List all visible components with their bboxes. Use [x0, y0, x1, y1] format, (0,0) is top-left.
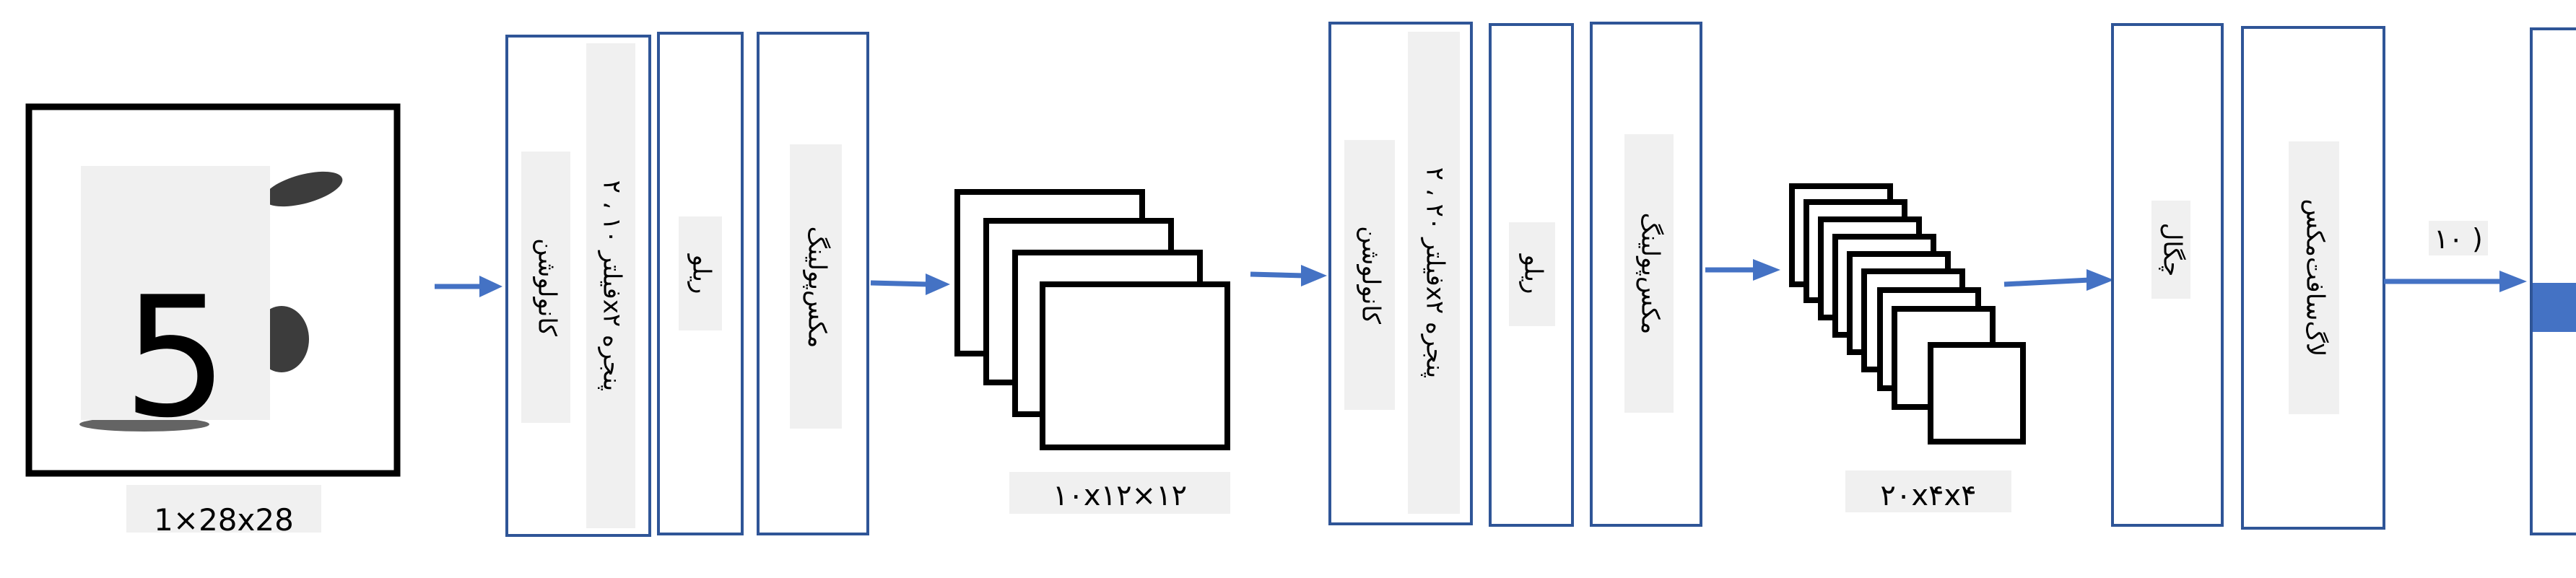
pool1-label: مکس‌پولینگ: [803, 227, 832, 349]
fmap2-label-bg: [1845, 470, 2011, 512]
conv1-name-label: کانولوشن: [533, 238, 562, 337]
output-label-bg: [2429, 221, 2488, 255]
digit-stroke-bottom: [79, 417, 209, 432]
output-section: ۱۰ ): [2384, 27, 2576, 535]
input-image: 5 1×28x28: [25, 103, 401, 538]
output-highlight-cell: [2533, 283, 2576, 332]
conv2-name-label: کانولوشن: [1357, 226, 1385, 325]
conv1-filter-bg: [586, 43, 635, 528]
digit-label-bg: [81, 166, 270, 420]
arrow-pool2-to-fmap2: [1705, 259, 1780, 281]
input-size-label: 1×28x28: [154, 502, 294, 538]
pool2-label-bg: [1624, 134, 1674, 413]
pool2-label: مکس‌پولینگ: [1636, 213, 1665, 335]
conv-block-1: کانولوشن فیلتر ۱۰ ، ۲x۲ پنجره ریلو مکس‌پ…: [505, 32, 869, 537]
arrow-fmap1-to-conv2: [1250, 265, 1327, 286]
feature-map: [1040, 281, 1230, 450]
conv2-name-bg: [1344, 140, 1395, 410]
dense-label-bg: [2151, 201, 2190, 299]
output-layer-box: [2530, 27, 2576, 535]
dense-block: چگال لاگ‌سافت‌مکس: [2111, 23, 2385, 530]
logsoftmax-label-bg: [2289, 141, 2339, 414]
input-size-label-bg: [126, 485, 321, 533]
relu1-label-bg: [679, 216, 722, 330]
relu1-label: ریلو: [687, 253, 716, 294]
dense-label: چگال: [2158, 223, 2187, 277]
feature-maps-1: ۱۰x۱۲×۱۲: [954, 189, 1230, 514]
logsoftmax-label: لاگ‌سافت‌مکس: [2301, 199, 2330, 357]
conv1-filter-label: فیلتر ۱۰ ، ۲x۲ پنجره: [598, 180, 627, 391]
feature-map: [1928, 342, 2026, 445]
conv2-filter-label: فیلتر ۲۰ ، ۲x۲ پنجره: [1421, 167, 1450, 378]
fmap1-size-label: ۱۰x۱۲×۱۲: [1053, 479, 1187, 512]
arrow-pool1-to-fmap1: [870, 273, 950, 295]
fmap1-label-bg: [1009, 472, 1230, 514]
input-digit: 5: [123, 262, 228, 455]
pool1-label-bg: [790, 144, 842, 429]
conv1-name-bg: [521, 152, 570, 423]
fmap2-size-label: ۲۰x۴x۴: [1880, 479, 1976, 512]
digit-stroke-top: [264, 171, 343, 207]
feature-maps-2: ۲۰x۴x۴: [1789, 183, 2026, 512]
arrow-input-to-conv1: [435, 276, 502, 297]
conv2-filter-bg: [1408, 32, 1460, 514]
relu2-label-bg: [1509, 222, 1555, 326]
relu2-label: ریلو: [1519, 253, 1548, 294]
conv-block-2: کانولوشن فیلتر ۲۰ ، ۲x۲ پنجره ریلو مکس‌پ…: [1328, 22, 1702, 527]
output-size-label: ۱۰ ): [2434, 223, 2483, 255]
arrow-fmap2-to-dense: [2003, 269, 2114, 291]
arrow-to-output-head: [2499, 271, 2527, 292]
